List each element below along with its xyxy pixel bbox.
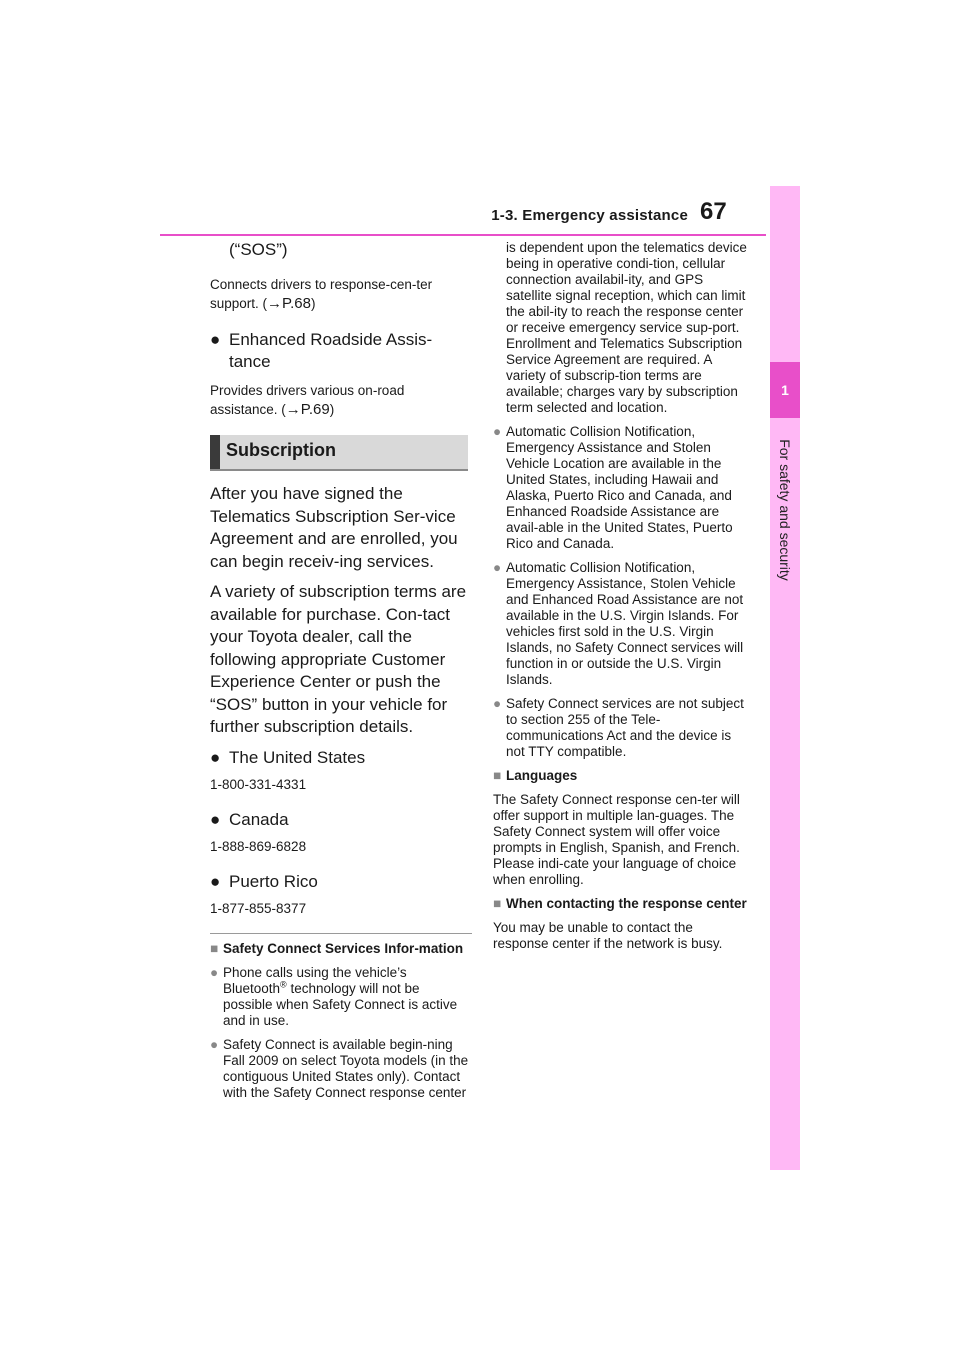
- sos-description: Connects drivers to response-cen-ter sup…: [210, 277, 433, 312]
- section-title: 1-3. Emergency assistance: [491, 207, 688, 224]
- list-item: ● Automatic Collision Notification, Emer…: [493, 424, 733, 551]
- roadside-bullet: ● Enhanced Roadside Assis-tance: [210, 330, 433, 371]
- contact-phone: 1-888-869-6828: [210, 838, 307, 854]
- contacting-heading: ■ When contacting the response center: [493, 896, 747, 911]
- dot-bullet-icon: ●: [210, 964, 219, 980]
- contact-region: ● Canada: [210, 809, 289, 829]
- subscription-paragraph-1: After you have signed the Telematics Sub…: [210, 484, 458, 571]
- square-bullet-icon: ■: [210, 940, 219, 956]
- dot-bullet-icon: ●: [210, 1036, 219, 1052]
- square-bullet-icon: ■: [493, 768, 502, 783]
- dot-bullet-icon: ●: [493, 424, 502, 439]
- page-reference[interactable]: P.69: [300, 401, 330, 418]
- bullet-icon: ●: [210, 747, 221, 767]
- left-column: (“SOS”) Connects drivers to response-cen…: [210, 240, 472, 1109]
- arrow-icon: →: [285, 401, 301, 418]
- list-item: ● Safety Connect services are not subjec…: [493, 696, 744, 759]
- roadside-description: Provides drivers various on-road assista…: [210, 383, 405, 418]
- contact-phone: 1-800-331-4331: [210, 776, 307, 792]
- bullet-icon: ●: [210, 871, 221, 891]
- languages-heading: ■ Languages: [493, 768, 578, 783]
- dot-bullet-icon: ●: [493, 560, 502, 575]
- list-item: ● Automatic Collision Notification, Emer…: [493, 560, 744, 687]
- contact-phone: 1-877-855-8377: [210, 900, 307, 916]
- contacting-text: You may be unable to contact the respons…: [493, 920, 723, 951]
- contact-region: ● The United States: [210, 747, 366, 767]
- chapter-number-tab: 1: [770, 362, 800, 418]
- list-item: ● Phone calls using the vehicle’s Blueto…: [210, 964, 458, 1028]
- divider: [210, 932, 472, 934]
- services-info-heading: ■ Safety Connect Services Infor-mation: [210, 940, 464, 956]
- chapter-side-tab: [770, 186, 800, 1170]
- square-bullet-icon: ■: [493, 896, 502, 911]
- chapter-label: For safety and security: [777, 439, 793, 581]
- header-rule: [160, 234, 766, 236]
- dot-bullet-icon: ●: [493, 696, 502, 711]
- bullet-icon: ●: [210, 330, 221, 349]
- page-reference[interactable]: P.68: [282, 295, 311, 312]
- right-column: is dependent upon the telematics device …: [493, 240, 751, 960]
- page-number: 67: [700, 198, 727, 225]
- arrow-icon: →: [267, 295, 283, 312]
- heading-accent: [210, 435, 220, 469]
- continued-text: is dependent upon the telematics device …: [506, 240, 747, 415]
- subscription-heading: Subscription: [210, 435, 468, 471]
- subscription-paragraph-2: A variety of subscription terms are avai…: [210, 582, 467, 736]
- list-item: ● Safety Connect is available begin-ning…: [210, 1036, 469, 1100]
- contact-region: ● Puerto Rico: [210, 871, 318, 891]
- bullet-icon: ●: [210, 809, 221, 829]
- subscription-heading-text: Subscription: [226, 440, 337, 460]
- sos-line: (“SOS”): [229, 240, 288, 259]
- languages-text: The Safety Connect response cen-ter will…: [493, 792, 740, 887]
